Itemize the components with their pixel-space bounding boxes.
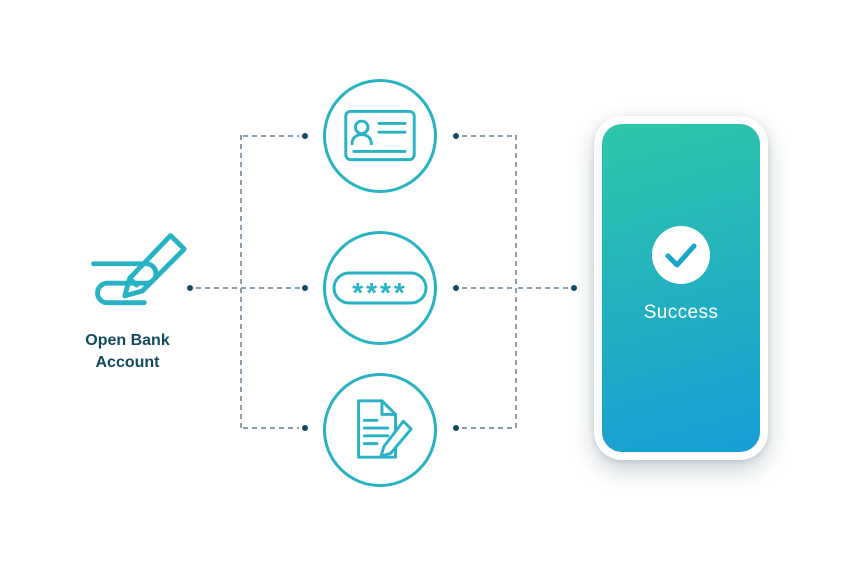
connector-line [462,135,516,137]
phone-screen: Success [602,124,760,452]
connector-dot [302,133,308,139]
connector-dot [302,425,308,431]
checkmark-icon [652,226,710,284]
step-id-card [323,79,437,193]
connector-line [240,135,242,429]
success-label: Success [643,302,719,323]
connector-dot [453,285,459,291]
connector-dot [302,285,308,291]
step-document-sign [323,373,437,487]
connector-line [462,287,516,289]
step-password: **** [323,231,437,345]
connector-line [462,427,516,429]
connector-line [518,287,568,289]
connector-line [515,135,517,429]
open-account-label: Open Bank Account [50,330,205,373]
signature-pen-icon [80,226,192,320]
password-mask-text: **** [352,277,408,305]
open-account-label-line1: Open Bank [85,332,170,349]
connector-line [243,135,299,137]
document-signing-icon [345,395,415,465]
success-circle [652,226,710,284]
phone-mockup: Success [594,116,768,460]
connector-dot [453,133,459,139]
open-account-label-line2: Account [95,353,160,371]
id-card-icon [343,109,417,163]
connector-line [243,427,299,429]
connector-dot [187,285,193,291]
connector-line [196,287,300,289]
password-field-icon: **** [332,271,428,305]
connector-dot [453,425,459,431]
connector-dot [571,285,577,291]
